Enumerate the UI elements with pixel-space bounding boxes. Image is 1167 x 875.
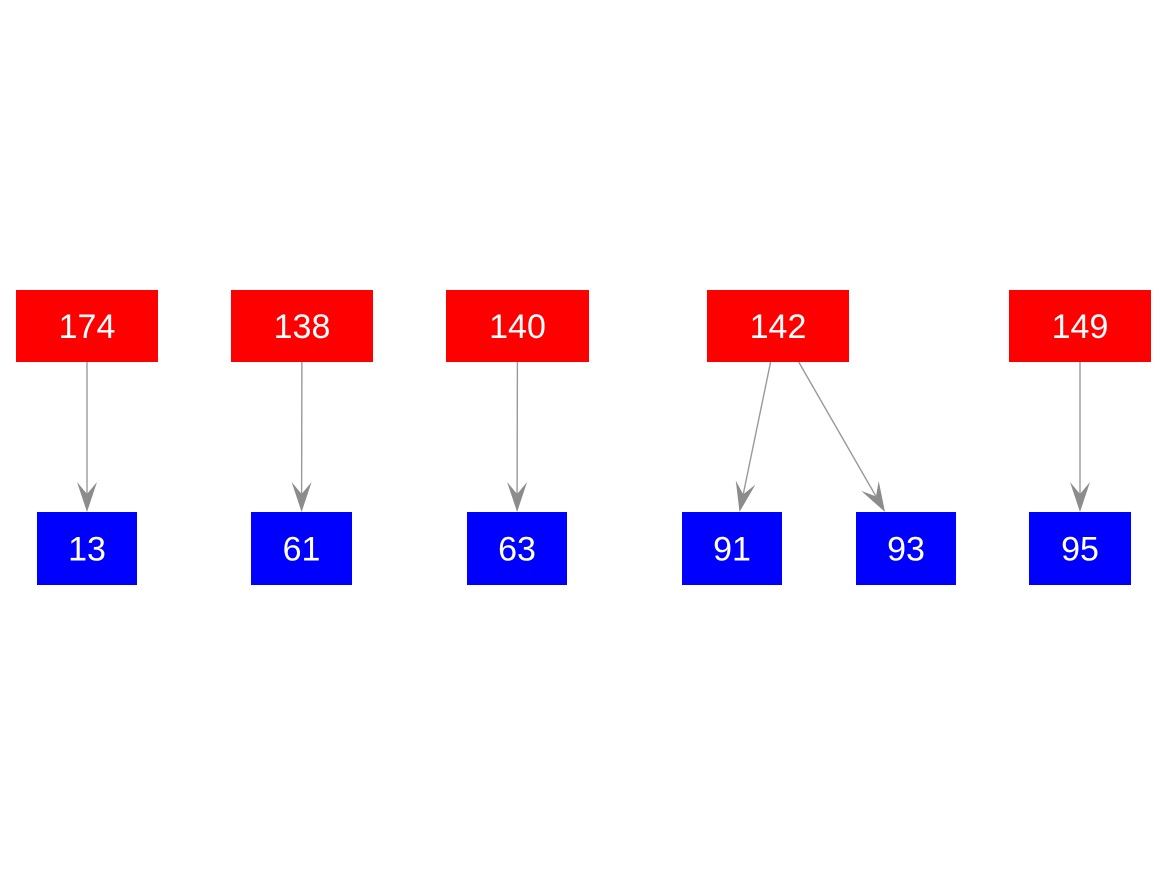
- node-label-63: 63: [498, 531, 536, 569]
- node-61: 61: [251, 512, 352, 585]
- arrowhead-142-93: [861, 481, 885, 512]
- arrowhead-140-63: [507, 482, 528, 512]
- node-63: 63: [467, 512, 567, 585]
- node-label-95: 95: [1061, 531, 1099, 569]
- node-93: 93: [856, 512, 956, 585]
- edge-142-93: [798, 361, 877, 497]
- node-174: 174: [16, 290, 158, 362]
- node-149: 149: [1009, 290, 1151, 362]
- node-label-13: 13: [68, 531, 106, 569]
- arrowhead-149-95: [1070, 482, 1090, 512]
- node-label-149: 149: [1052, 308, 1109, 346]
- edge-142-91: [742, 361, 772, 495]
- arrowhead-174-13: [77, 482, 97, 512]
- node-13: 13: [37, 512, 137, 585]
- node-label-140: 140: [489, 308, 546, 346]
- arrowhead-138-61: [291, 482, 312, 512]
- node-rect-13: [37, 512, 137, 585]
- node-label-138: 138: [274, 308, 331, 346]
- node-rect-140: [446, 290, 589, 362]
- node-label-93: 93: [887, 531, 925, 569]
- node-rect-149: [1009, 290, 1151, 362]
- node-rect-93: [856, 512, 956, 585]
- node-138: 138: [231, 290, 373, 362]
- node-rect-63: [467, 512, 567, 585]
- node-rect-174: [16, 290, 158, 362]
- node-rect-142: [707, 290, 849, 362]
- node-140: 140: [446, 290, 589, 362]
- node-142: 142: [707, 290, 849, 362]
- node-label-91: 91: [713, 531, 751, 569]
- node-rect-138: [231, 290, 373, 362]
- arrowhead-142-91: [735, 480, 756, 512]
- node-label-61: 61: [283, 531, 321, 569]
- node-rect-91: [682, 512, 782, 585]
- node-rect-95: [1029, 512, 1131, 585]
- node-95: 95: [1029, 512, 1131, 585]
- node-91: 91: [682, 512, 782, 585]
- node-label-142: 142: [750, 308, 807, 346]
- node-label-174: 174: [59, 308, 116, 346]
- node-rect-61: [251, 512, 352, 585]
